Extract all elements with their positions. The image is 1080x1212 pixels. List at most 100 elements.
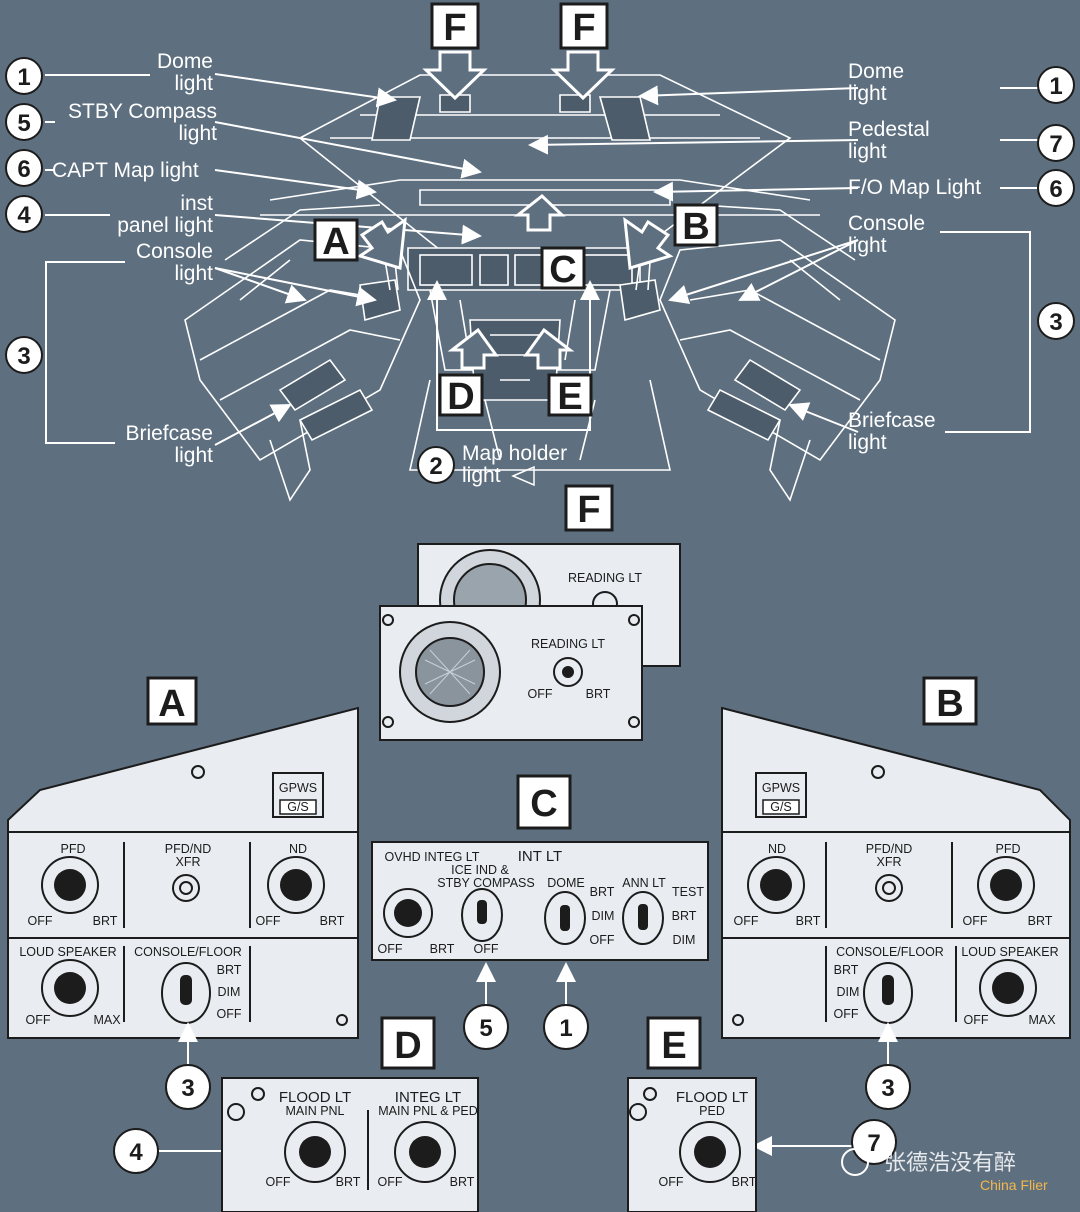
svg-text:1: 1 — [559, 1015, 572, 1042]
svg-text:TEST: TEST — [672, 885, 704, 899]
svg-text:3: 3 — [881, 1075, 894, 1102]
svg-text:LOUD SPEAKER: LOUD SPEAKER — [961, 945, 1058, 959]
svg-text:ND: ND — [289, 842, 307, 856]
svg-text:OFF: OFF — [734, 914, 759, 928]
svg-text:4: 4 — [17, 202, 31, 229]
svg-text:OFF: OFF — [256, 914, 281, 928]
top-number-circles: 1 5 6 4 3 1 7 6 3 2 — [5, 57, 1075, 484]
svg-text:B: B — [936, 683, 963, 725]
svg-text:MAX: MAX — [93, 1013, 121, 1027]
svg-text:张德浩没有醉: 张德浩没有醉 — [884, 1150, 1016, 1175]
svg-text:OFF: OFF — [659, 1175, 684, 1189]
svg-text:BRT: BRT — [450, 1175, 475, 1189]
svg-text:4: 4 — [129, 1139, 143, 1166]
svg-text:INTEG LT: INTEG LT — [395, 1089, 461, 1106]
svg-text:ANN LT: ANN LT — [622, 876, 666, 890]
svg-text:PFD: PFD — [996, 842, 1021, 856]
svg-text:BRT: BRT — [834, 963, 859, 977]
svg-text:OFF: OFF — [834, 1007, 859, 1021]
svg-text:OVHD INTEG LT: OVHD INTEG LT — [385, 850, 480, 864]
box-label-d: D — [447, 376, 474, 418]
svg-text:DIM: DIM — [673, 933, 696, 947]
map-holder-symbol — [511, 465, 535, 487]
svg-text:1: 1 — [17, 64, 30, 91]
callout-fo-map: F/O Map Light — [848, 176, 981, 199]
svg-text:5: 5 — [479, 1015, 492, 1042]
svg-text:CONSOLE/FLOOR: CONSOLE/FLOOR — [134, 945, 242, 959]
svg-text:G/S: G/S — [287, 800, 309, 814]
svg-text:GPWS: GPWS — [279, 781, 317, 795]
svg-text:3: 3 — [1049, 309, 1062, 336]
panel-d: D FLOOD LT MAIN PNL INTEG LT MAIN PNL & … — [221, 1016, 479, 1212]
svg-text:OFF: OFF — [528, 687, 553, 701]
svg-text:A: A — [158, 683, 185, 725]
top-leader-lines — [45, 73, 1040, 446]
svg-text:DIM: DIM — [837, 985, 860, 999]
svg-text:OFF: OFF — [217, 1007, 242, 1021]
box-label-f-left: F — [443, 7, 466, 49]
svg-text:7: 7 — [867, 1130, 880, 1157]
svg-text:OFF: OFF — [378, 1175, 403, 1189]
svg-text:PED: PED — [699, 1104, 725, 1118]
svg-text:E: E — [661, 1025, 686, 1067]
svg-text:ND: ND — [768, 842, 786, 856]
svg-text:BRT: BRT — [217, 963, 242, 977]
panel-e: E FLOOD LT PED OFF BRT — [627, 1016, 757, 1212]
svg-text:6: 6 — [17, 156, 30, 183]
svg-text:FLOOD LT: FLOOD LT — [676, 1089, 748, 1106]
svg-text:G/S: G/S — [770, 800, 792, 814]
view-arrows — [356, 50, 674, 370]
svg-text:ICE IND &: ICE IND & — [451, 863, 509, 877]
svg-text:MAX: MAX — [1028, 1013, 1056, 1027]
svg-text:DIM: DIM — [218, 985, 241, 999]
svg-text:1: 1 — [1049, 73, 1062, 100]
svg-text:READING LT: READING LT — [568, 571, 642, 585]
svg-text:BRT: BRT — [320, 914, 345, 928]
svg-text:OFF: OFF — [964, 1013, 989, 1027]
svg-text:DIM: DIM — [592, 909, 615, 923]
svg-text:F: F — [577, 489, 600, 531]
svg-text:MAIN PNL: MAIN PNL — [285, 1104, 344, 1118]
svg-text:BRT: BRT — [672, 909, 697, 923]
svg-text:OFF: OFF — [963, 914, 988, 928]
svg-text:2: 2 — [429, 453, 442, 480]
svg-text:7: 7 — [1049, 131, 1062, 158]
cockpit-perspective-drawing — [184, 74, 896, 502]
box-label-a: A — [322, 221, 349, 263]
svg-text:OFF: OFF — [26, 1013, 51, 1027]
svg-text:OFF: OFF — [474, 942, 499, 956]
svg-text:GPWS: GPWS — [762, 781, 800, 795]
svg-text:3: 3 — [181, 1075, 194, 1102]
svg-text:BRT: BRT — [1028, 914, 1053, 928]
box-label-e: E — [557, 376, 582, 418]
svg-text:INT LT: INT LT — [518, 848, 562, 865]
svg-text:OFF: OFF — [378, 942, 403, 956]
svg-text:China Flier: China Flier — [980, 1177, 1048, 1193]
wechat-icon — [841, 1148, 869, 1176]
svg-text:C: C — [530, 783, 557, 825]
svg-text:D: D — [394, 1025, 421, 1067]
top-view-box-labels: F F A B C D E — [313, 2, 719, 418]
svg-text:BRT: BRT — [590, 885, 615, 899]
svg-text:BRT: BRT — [796, 914, 821, 928]
svg-text:LOUD SPEAKER: LOUD SPEAKER — [19, 945, 116, 959]
svg-text:BRT: BRT — [93, 914, 118, 928]
svg-text:STBY COMPASS: STBY COMPASS — [437, 876, 534, 890]
